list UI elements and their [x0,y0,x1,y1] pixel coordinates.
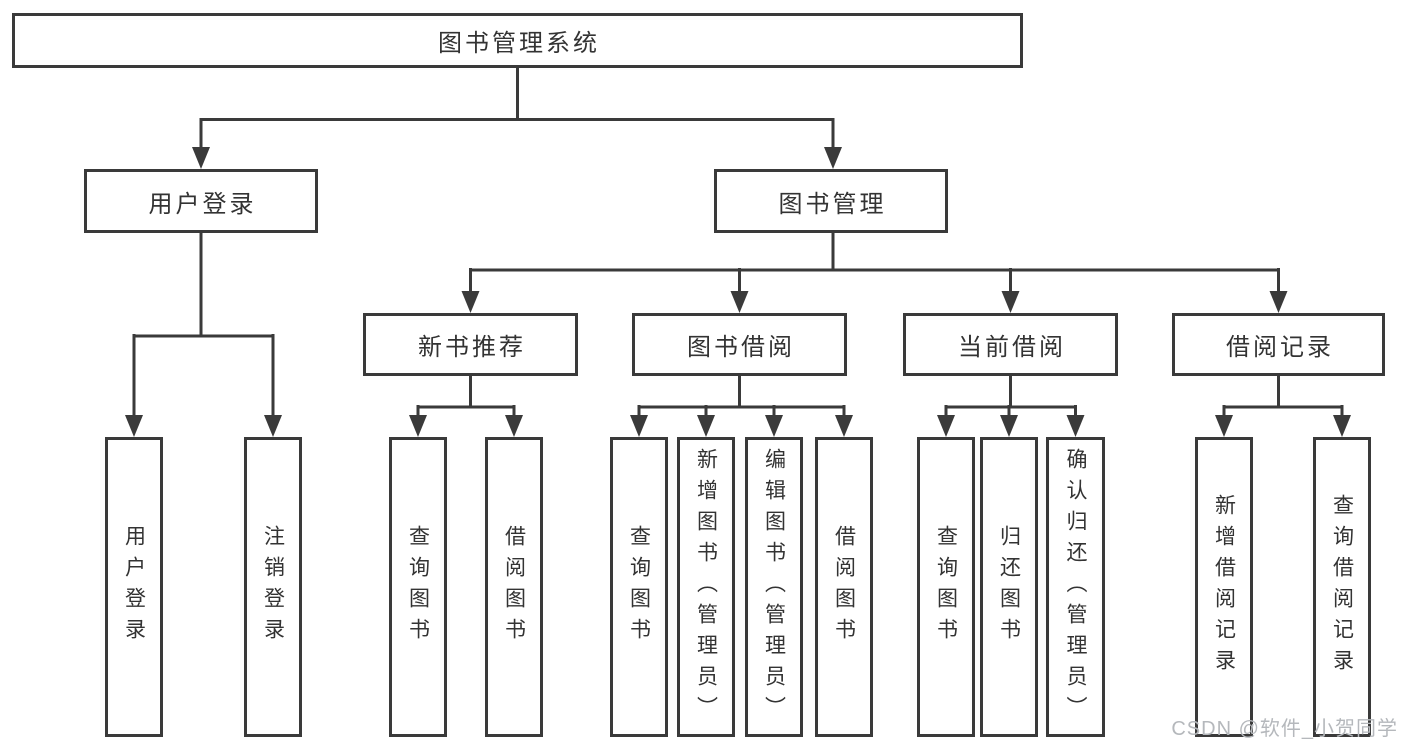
leaf-return-book: 归还图书 [980,437,1038,737]
leaf-current-query-books: 查询图书 [917,437,975,737]
leaf-confirm-return-admin: 确认归还（管理员） [1046,437,1105,737]
node-book-management: 图书管理 [714,169,948,233]
leaf-logout-label: 注销登录 [261,525,285,649]
node-user-login: 用户登录 [84,169,318,233]
leaf-edit-book-admin: 编辑图书（管理员） [745,437,803,737]
connector-userlogin-to-leaves [132,233,275,418]
node-book-borrow: 图书借阅 [632,313,847,376]
node-root-system: 图书管理系统 [12,13,1023,68]
leaf-logout: 注销登录 [244,437,302,737]
leaf-recommend-borrow-books: 借阅图书 [485,437,543,737]
connector-bookmgmt-to-level3 [469,233,1280,294]
leaf-add-book-admin: 新增图书（管理员） [677,437,735,737]
connector-root-to-level2 [199,68,835,150]
leaf-borrow-borrow-books: 借阅图书 [815,437,873,737]
leaf-query-borrow-record: 查询借阅记录 [1313,437,1371,737]
arrowheads [125,147,1351,437]
node-borrow-records: 借阅记录 [1172,313,1385,376]
leaf-query-borrow-record-label: 查询借阅记录 [1330,494,1354,680]
connector-borrow-to-leaves [637,376,846,418]
leaf-recommend-borrow-books-label: 借阅图书 [502,525,526,649]
leaf-edit-book-admin-label: 编辑图书（管理员） [762,447,786,727]
leaf-recommend-query-books-label: 查询图书 [406,525,430,649]
watermark: CSDN @软件_小贺同学 [1171,718,1398,740]
node-current-borrow: 当前借阅 [903,313,1118,376]
node-new-book-recommend: 新书推荐 [363,313,578,376]
connector-current-to-leaves [944,376,1077,418]
leaf-borrow-query-books: 查询图书 [610,437,668,737]
leaf-add-book-admin-label: 新增图书（管理员） [694,447,718,727]
leaf-recommend-query-books: 查询图书 [389,437,447,737]
leaf-borrow-query-books-label: 查询图书 [627,525,651,649]
leaf-current-query-books-label: 查询图书 [934,525,958,649]
leaf-confirm-return-admin-label: 确认归还（管理员） [1064,447,1087,727]
leaf-add-borrow-record-label: 新增借阅记录 [1212,494,1236,680]
leaf-borrow-borrow-books-label: 借阅图书 [832,525,856,649]
leaf-return-book-label: 归还图书 [997,525,1021,649]
leaf-add-borrow-record: 新增借阅记录 [1195,437,1253,737]
leaf-user-login-label: 用户登录 [122,525,146,649]
connector-recommend-to-leaves [416,376,516,418]
connector-records-to-leaves [1222,376,1344,418]
leaf-user-login: 用户登录 [105,437,163,737]
